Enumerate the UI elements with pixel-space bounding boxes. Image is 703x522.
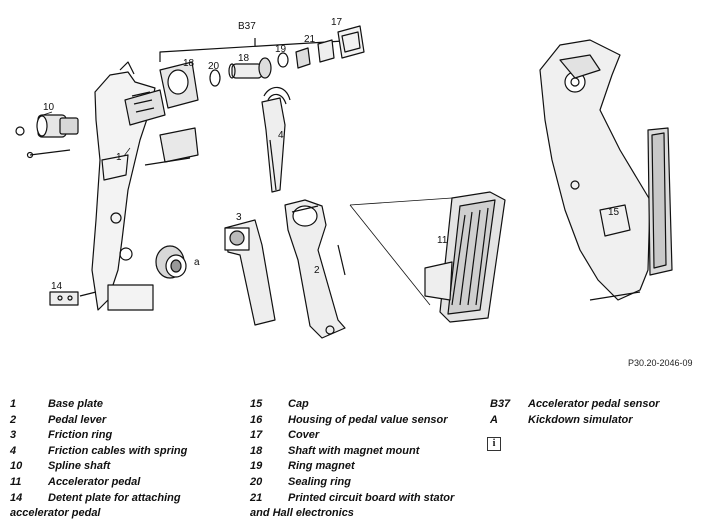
detent-plate-shape	[49, 291, 97, 306]
friction-ring-shape	[224, 219, 276, 326]
callout-10: 10	[43, 102, 55, 113]
callout-20: 20	[208, 61, 220, 72]
exploded-diagram: B37 17 18 20 18 19 21 10 1 4 3 a 2 11 14…	[15, 17, 673, 339]
legend-item-wrap: and Hall electronics	[250, 507, 354, 520]
callout-18a: 18	[183, 58, 195, 69]
callout-14: 14	[51, 281, 63, 292]
spline-shaft-shape	[15, 114, 79, 159]
callout-11: 11	[437, 235, 448, 246]
base-plate-shape	[91, 61, 199, 311]
sensor-components-shape	[159, 25, 365, 109]
callout-a: a	[194, 257, 200, 268]
assembled-pedal-shape	[539, 39, 673, 301]
pedal-lever-shape	[284, 199, 346, 339]
callout-21: 21	[304, 34, 316, 45]
friction-ring-a-shape	[155, 245, 187, 279]
callout-1: 1	[116, 152, 122, 163]
info-icon: i	[487, 437, 501, 451]
label-b37: B37	[238, 21, 256, 32]
callout-18b: 18	[238, 53, 250, 64]
callout-4: 4	[278, 130, 284, 141]
callout-15: 15	[608, 207, 620, 218]
accelerator-pedal-shape	[349, 191, 506, 323]
callout-19: 19	[275, 44, 287, 55]
callout-3: 3	[236, 212, 242, 223]
figure-reference: P30.20-2046-09	[628, 358, 693, 368]
friction-cables-shape	[261, 86, 291, 193]
callout-17: 17	[331, 17, 343, 28]
legend-item-wrap: accelerator pedal	[10, 507, 101, 520]
callout-2: 2	[314, 265, 320, 276]
